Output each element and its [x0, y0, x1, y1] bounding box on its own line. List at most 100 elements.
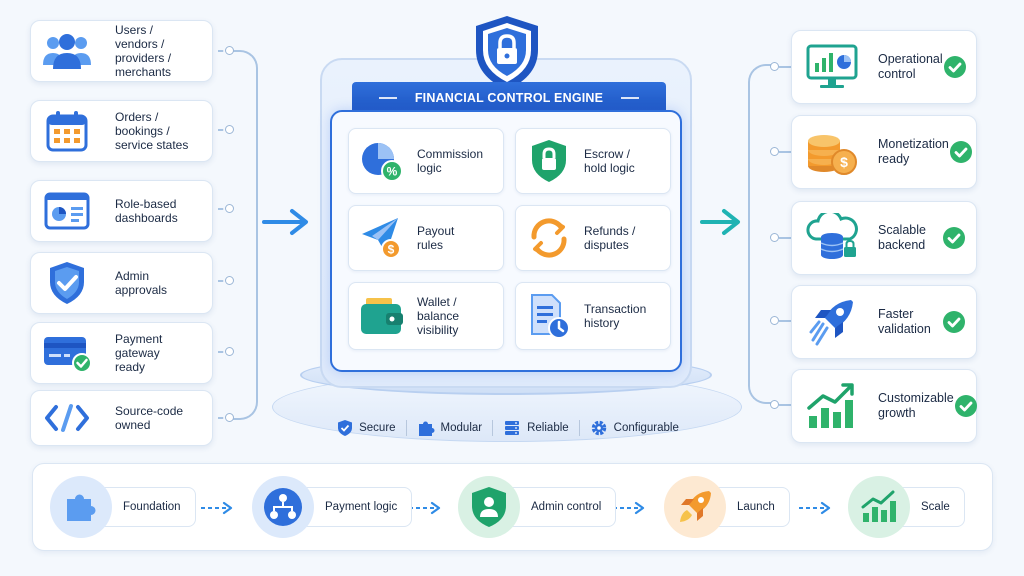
check-circle-icon: [949, 141, 972, 163]
rocket-icon: [800, 290, 864, 354]
dashboard-icon: [39, 183, 95, 239]
roadmap-step-launch: Launch: [664, 476, 790, 538]
lock-shield-icon: [524, 136, 574, 186]
module-label: Wallet / balance visibility: [417, 295, 460, 337]
roadmap-arrow: [613, 501, 645, 515]
engine-title-banner: FINANCIAL CONTROL ENGINE: [352, 82, 666, 114]
paper-plane-coin-icon: $: [357, 213, 407, 263]
output-card-label: Customizable growth: [878, 391, 954, 420]
input-card-dashboards: Role-based dashboards: [30, 180, 213, 242]
module-transaction-history: Transaction history: [515, 282, 671, 350]
roadmap-step-admin-control: Admin control: [458, 476, 617, 538]
output-card-label: Monetization ready: [878, 137, 949, 166]
lock-shield-icon: [476, 16, 538, 90]
input-card-label: Admin approvals: [115, 269, 168, 297]
gear-icon: [591, 420, 606, 436]
shield-icon: [338, 420, 353, 436]
check-circle-icon: [943, 311, 965, 333]
server-icon: [505, 421, 520, 435]
roadmap-step-foundation: Foundation: [50, 476, 196, 538]
connector-dot: [225, 413, 234, 422]
check-circle-icon: [943, 227, 965, 249]
connector-dash: [779, 320, 791, 322]
credit-card-icon: [39, 325, 95, 381]
module-payout: $ Payout rules: [348, 205, 504, 271]
code-brackets-icon: [39, 390, 95, 446]
input-card-payment-gateway: Payment gateway ready: [30, 322, 213, 384]
connector-dot: [225, 204, 234, 213]
rocket-icon: [664, 476, 726, 538]
puzzle-icon: [418, 421, 435, 436]
feature-reliable: Reliable: [493, 419, 579, 437]
cloud-database-icon: [800, 206, 864, 270]
roadmap-arrow: [201, 501, 233, 515]
module-label: Escrow / hold logic: [584, 147, 635, 175]
roadmap-step-payment-logic: Payment logic: [252, 476, 413, 538]
input-card-admin-approvals: Admin approvals: [30, 252, 213, 314]
input-flow-arrow: [262, 209, 308, 235]
feature-modular: Modular: [407, 419, 493, 437]
module-commission: % Commission logic: [348, 128, 504, 194]
input-card-source-code: Source-code owned: [30, 390, 213, 446]
connector-dot: [225, 125, 234, 134]
output-card-label: Scalable backend: [878, 223, 926, 252]
connector-dot: [770, 233, 779, 242]
module-wallet: Wallet / balance visibility: [348, 282, 504, 350]
left-connector-line: [230, 50, 258, 420]
connector-dot: [770, 147, 779, 156]
hierarchy-icon: [252, 476, 314, 538]
puzzle-icon: [50, 476, 112, 538]
document-clock-icon: [524, 291, 574, 341]
input-card-label: Users / vendors / providers / merchants: [115, 23, 172, 79]
check-circle-icon: [943, 56, 966, 78]
connector-dot: [225, 46, 234, 55]
roadmap-step-label: Payment logic: [296, 487, 413, 527]
output-card-label: Faster validation: [878, 307, 931, 336]
coins-icon: $: [800, 120, 864, 184]
shield-check-icon: [39, 255, 95, 311]
calendar-icon: [39, 103, 95, 159]
input-card-orders: Orders / bookings / service states: [30, 100, 213, 162]
output-card-scalable-backend: Scalable backend: [791, 201, 977, 275]
wallet-icon: [357, 291, 407, 341]
input-card-label: Payment gateway ready: [115, 332, 163, 374]
output-flow-arrow: [700, 209, 740, 235]
module-escrow: Escrow / hold logic: [515, 128, 671, 194]
output-card-customizable-growth: Customizable growth: [791, 369, 977, 443]
input-card-label: Orders / bookings / service states: [115, 110, 189, 152]
roadmap-arrow: [799, 501, 831, 515]
right-connector-line: [748, 64, 776, 404]
svg-text:$: $: [840, 154, 848, 170]
feature-secure: Secure: [327, 419, 405, 437]
module-label: Payout rules: [417, 224, 455, 252]
module-label: Transaction history: [584, 302, 647, 330]
feature-configurable: Configurable: [580, 419, 689, 437]
refresh-arrows-icon: [524, 213, 574, 263]
monitor-chart-icon: [800, 35, 864, 99]
growth-chart-icon: [800, 374, 864, 438]
output-card-operational-control: Operational control: [791, 30, 977, 104]
user-shield-icon: [458, 476, 520, 538]
output-card-monetization: $ Monetization ready: [791, 115, 977, 189]
svg-text:$: $: [388, 243, 395, 257]
engine-title: FINANCIAL CONTROL ENGINE: [414, 91, 604, 105]
connector-dot: [225, 276, 234, 285]
connector-dash: [779, 237, 791, 239]
roadmap-arrow: [409, 501, 441, 515]
connector-dot: [770, 316, 779, 325]
connector-dash: [779, 404, 791, 406]
pie-percent-icon: %: [357, 136, 407, 186]
output-card-faster-validation: Faster validation: [791, 285, 977, 359]
module-label: Refunds / disputes: [584, 224, 636, 252]
module-label: Commission logic: [417, 147, 484, 175]
connector-dash: [779, 66, 791, 68]
growth-chart-icon: [848, 476, 910, 538]
users-group-icon: [39, 23, 95, 79]
connector-dot: [225, 347, 234, 356]
connector-dot: [770, 400, 779, 409]
input-card-label: Source-code owned: [115, 404, 184, 432]
engine-feature-bar: Secure Modular Reliable Configurable: [298, 410, 718, 446]
svg-text:%: %: [387, 165, 398, 179]
connector-dash: [779, 151, 791, 153]
input-card-users: Users / vendors / providers / merchants: [30, 20, 213, 82]
